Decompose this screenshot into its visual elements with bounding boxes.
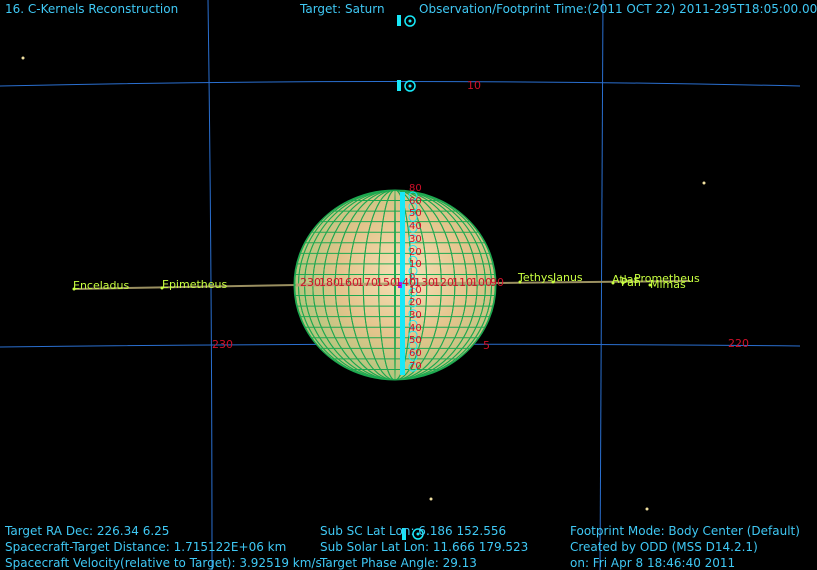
moon-dot-pan xyxy=(621,281,625,285)
target-center-marker xyxy=(398,282,402,288)
latitude-tick-label: 20 xyxy=(409,246,422,258)
footprint-ring xyxy=(408,352,418,361)
moon-dot-mimas xyxy=(648,283,652,287)
footprint-ring xyxy=(408,341,418,351)
moon-dot-tethys xyxy=(518,280,522,284)
latitude-tick-label: 70 xyxy=(409,360,422,372)
latitude-tick-label: 60 xyxy=(409,195,422,207)
moon-label-epimetheus: Epimetheus xyxy=(162,278,228,291)
app-title: 16. C-Kernels Reconstruction xyxy=(5,2,179,16)
ring-plane xyxy=(74,280,691,290)
stars xyxy=(21,56,706,511)
star xyxy=(429,497,433,501)
created-by: Created by ODD (MSS D14.2.1) xyxy=(570,540,758,554)
footprint-ring xyxy=(408,319,418,329)
footprint-mode: Footprint Mode: Body Center (Default) xyxy=(570,524,800,538)
equator-tick-label: 100 xyxy=(471,276,492,289)
footprint-ring xyxy=(408,191,418,201)
latitude-tick-label: 10 xyxy=(409,259,422,271)
equator-tick-label: 90 xyxy=(490,276,504,289)
equator-tick-label: 130 xyxy=(414,276,435,289)
observation-time: Observation/Footprint Time:(2011 OCT 22)… xyxy=(419,2,817,16)
latitude-tick-label: 40 xyxy=(409,221,422,233)
footprint-ring xyxy=(408,202,418,212)
moon-label-enceladus: Enceladus xyxy=(73,279,130,292)
footprint-ring xyxy=(408,266,418,276)
target-phase-angle: Target Phase Angle: 29.13 xyxy=(320,556,477,570)
moon-label-prometheus: Prometheus xyxy=(634,272,700,285)
equator-tick-label: 120 xyxy=(433,276,454,289)
latitude-tick-label: 40 xyxy=(409,322,422,334)
equator-band xyxy=(295,281,497,287)
moon-dot-atlas xyxy=(611,281,615,285)
latitude-tick-label: 20 xyxy=(409,297,422,309)
star xyxy=(21,56,25,60)
moon-label-janus: Janus xyxy=(553,271,583,284)
footprint-ring xyxy=(408,309,418,319)
star xyxy=(702,181,706,185)
equator-tick-label: 180 xyxy=(319,276,340,289)
sky-grid-line xyxy=(207,0,213,570)
latitude-tick-label: 30 xyxy=(409,310,422,321)
latitude-tick-label: 50 xyxy=(409,208,422,220)
latitude-tick-label: 60 xyxy=(409,348,422,360)
moon-dot-janus xyxy=(551,280,555,284)
star xyxy=(645,507,649,511)
grid-label-right: 220 xyxy=(728,337,749,350)
latitude-tick-label: 10 xyxy=(409,284,422,296)
latitude-tick-label: 80 xyxy=(409,183,422,194)
target-label: Target: Saturn xyxy=(300,2,385,16)
spacecraft-target-distance: Spacecraft-Target Distance: 1.715122E+06… xyxy=(5,540,287,554)
sub-solar-lat-lon: Sub Solar Lat Lon: 11.666 179.523 xyxy=(320,540,529,554)
moon-label-atlas: Atlas xyxy=(612,273,640,286)
moon-dot-enceladus xyxy=(72,287,76,291)
equator-tick-label: 160 xyxy=(338,276,359,289)
target-ra-dec: Target RA Dec: 226.34 6.25 xyxy=(5,524,170,538)
equator-tick-label: 110 xyxy=(452,276,473,289)
moon-label-pan: Pan xyxy=(621,276,641,289)
footprint-ring xyxy=(408,245,418,254)
spacecraft-marker-top xyxy=(397,15,416,27)
moon-label-tethys: Tethys xyxy=(518,271,554,284)
equator-tick-label: 170 xyxy=(357,276,378,289)
sky-grid-line xyxy=(599,0,604,570)
footprint-ring xyxy=(408,255,418,265)
moon-dots xyxy=(72,280,652,291)
spacecraft-marker-bottom xyxy=(402,528,424,540)
footprint-ring xyxy=(408,234,418,244)
latitude-tick-label: 50 xyxy=(409,335,422,347)
footprint-ring xyxy=(408,298,418,308)
footprint-ring xyxy=(408,277,418,287)
moon-label-mimas: Mimas xyxy=(650,278,686,291)
equator-tick-label: 150 xyxy=(376,276,397,289)
footprint-ring xyxy=(408,212,418,222)
equator-tick-label: 140 xyxy=(395,276,416,289)
spacecraft-velocity: Spacecraft Velocity(relative to Target):… xyxy=(5,556,322,570)
sub-sc-lat-lon: Sub SC Lat Lon: 6.186 152.556 xyxy=(320,524,507,538)
footprint-ring xyxy=(408,330,418,340)
grid-label-top-right: 10 xyxy=(467,79,481,92)
spacecraft-marker-second xyxy=(397,80,416,92)
moon-dot-epimetheus xyxy=(160,286,164,290)
footprint-ring xyxy=(408,362,418,372)
grid-label-mid-right: 5 xyxy=(483,339,490,352)
footprint-ring xyxy=(408,223,418,233)
planet-longitude-line xyxy=(294,190,496,380)
equator-tick-label: 230 xyxy=(300,276,321,289)
created-date: on: Fri Apr 8 18:46:40 2011 xyxy=(570,556,736,570)
footprint-column xyxy=(400,191,418,375)
latitude-tick-label: 30 xyxy=(409,233,422,245)
latitude-tick-label: 0 xyxy=(409,271,416,283)
grid-label-left: 230 xyxy=(212,338,233,351)
footprint-ring xyxy=(408,287,418,297)
